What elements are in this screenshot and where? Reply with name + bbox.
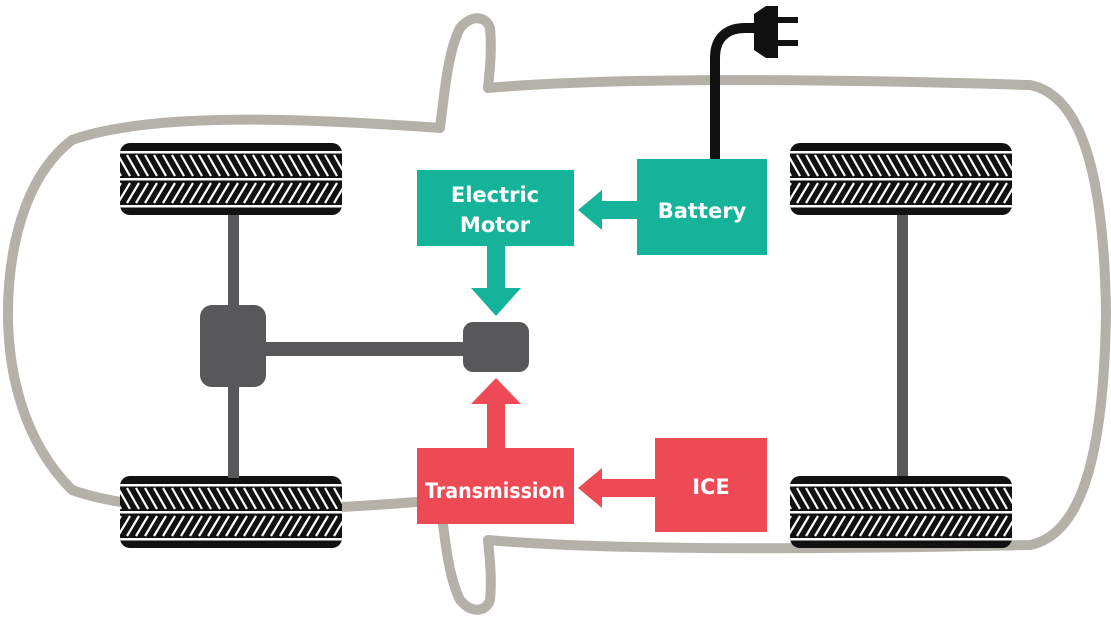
front-left-tire-icon bbox=[100, 143, 364, 215]
arrow-transmission-to-coupler bbox=[471, 378, 521, 452]
transmission-label: Transmission bbox=[425, 479, 565, 503]
battery-label: Battery bbox=[658, 199, 747, 223]
power-coupler bbox=[463, 322, 529, 372]
battery-box: Battery bbox=[637, 159, 767, 255]
ice-label: ICE bbox=[692, 475, 730, 499]
differential bbox=[200, 305, 266, 387]
power-plug-icon bbox=[710, 6, 798, 165]
arrow-motor-to-coupler bbox=[471, 244, 521, 316]
arrow-battery-to-motor bbox=[578, 190, 640, 230]
car-body-outline bbox=[3, 13, 1111, 615]
transmission-box: Transmission bbox=[417, 448, 574, 524]
electric-motor-box: Electric Motor bbox=[417, 170, 574, 246]
ice-box: ICE bbox=[655, 438, 767, 532]
rear-right-tire-icon bbox=[770, 476, 1034, 548]
front-right-tire-icon bbox=[770, 143, 1034, 215]
rear-left-tire-icon bbox=[100, 476, 364, 548]
right-axle bbox=[897, 215, 908, 476]
electric-motor-label-line1: Electric bbox=[451, 183, 539, 207]
arrow-ice-to-transmission bbox=[578, 468, 658, 508]
drive-shaft bbox=[260, 342, 470, 356]
electric-motor-label-line2: Motor bbox=[460, 213, 531, 237]
